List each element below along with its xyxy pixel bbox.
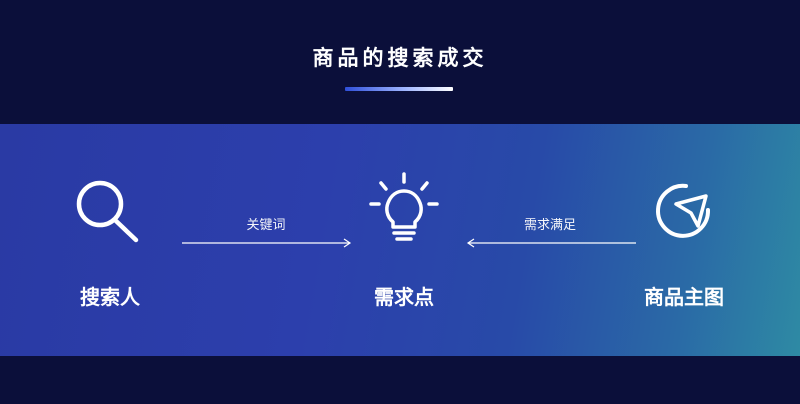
title-underline: [345, 87, 453, 91]
page-title: 商品的搜索成交: [312, 46, 488, 70]
arrow-label-satisfy: 需求满足: [523, 218, 576, 233]
lightbulb-icon: [369, 172, 439, 241]
arrow-label-keywords: 关键词: [246, 218, 286, 233]
footer-area: [0, 356, 800, 404]
cursor-pointer-icon: [656, 183, 711, 238]
arrow-left: [466, 238, 636, 248]
header-area: [0, 0, 800, 124]
node-label-product-image: 商品主图: [644, 285, 724, 309]
node-label-searcher: 搜索人: [80, 285, 140, 309]
arrow-right: [182, 238, 352, 248]
search-icon: [76, 180, 139, 243]
node-label-demand: 需求点: [374, 285, 434, 309]
